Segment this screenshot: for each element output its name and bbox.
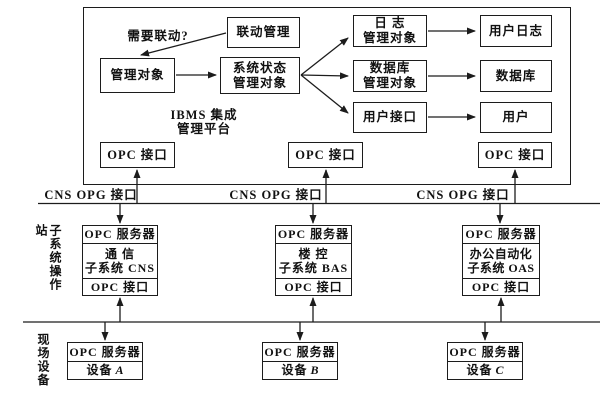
user-interface-box: 用户接口 [353,102,427,133]
cns-bus-label-1: CNS OPG 接口 [44,188,138,202]
subsystem-oas-opc-interface: OPC 接口 [463,279,539,295]
user-interface-label: 用户接口 [362,110,417,124]
subsystem-bas-name-line1: 楼 控 [298,247,329,261]
subsystem-cns-opc-interface: OPC 接口 [83,279,157,295]
device-b-opc-server: OPC 服务器 [263,343,337,361]
device-a-label: 设备 [86,363,113,377]
db-mgr-line1: 数据库 [369,61,411,75]
system-status-line2: 管理对象 [232,75,287,90]
ibms-title-line1: IBMS 集成 [170,108,238,122]
subsystem-cns-opc-server: OPC 服务器 [83,226,157,243]
subsystem-oas-name-line2: 子系统 OAS [467,261,535,275]
subsystem-bas-opc-server-label: OPC 服务器 [277,227,350,241]
field-devices-label: 现场设备 [36,333,50,387]
user-log-label: 用户日志 [488,23,543,38]
db-mgr-line2: 管理对象 [362,76,417,90]
system-status-line1: 系统状态 [232,60,287,75]
device-stack-a: OPC 服务器 设备 A [67,342,143,380]
ibms-platform-title: IBMS 集成 管理平台 [163,108,245,136]
linkage-management-box: 联动管理 [227,17,300,48]
device-a-name: 设备 A [68,361,142,379]
subsystem-oas-name: 办公自动化 子系统 OAS [463,243,539,279]
subsystem-bas-opc-interface-label: OPC 接口 [284,279,343,294]
subsystem-cns-opc-interface-label: OPC 接口 [90,279,150,294]
platform-opc-interface-3: OPC 接口 [478,142,552,168]
arrow-sysstatus-to-userif [300,74,349,114]
user-label: 用户 [502,110,530,124]
management-object-label: 管理对象 [110,68,165,82]
cns-bus-label-2: CNS OPG 接口 [229,188,323,202]
device-b-opc-server-label: OPC 服务器 [264,344,336,359]
platform-opc-interface-3-label: OPC 接口 [484,147,546,162]
arrow-sysstatus-to-logmgr [300,37,349,76]
subsystem-bas-name: 楼 控 子系统 BAS [276,243,351,279]
database-management-object-box: 数据库 管理对象 [353,60,427,92]
need-linkage-question: 需要联动? [127,29,189,43]
subsystem-bas-opc-interface: OPC 接口 [276,279,351,295]
subsystem-cns-name-line2: 子系统 CNS [84,261,155,275]
subsystem-layer-label: 子系统操作站 [34,224,62,292]
device-b-label: 设备 [281,363,308,377]
subsystem-oas-name-line1: 办公自动化 [469,247,533,261]
device-a-letter: A [115,363,124,377]
subsystem-oas-opc-server-label: OPC 服务器 [465,227,537,241]
device-b-letter: B [310,363,319,377]
subsystem-cns-name-line1: 通 信 [104,247,135,261]
platform-opc-interface-2: OPC 接口 [288,142,363,168]
subsystem-stack-oas: OPC 服务器 办公自动化 子系统 OAS OPC 接口 [462,225,540,296]
log-management-object-box: 日 志 管理对象 [353,15,427,47]
arrow-sysstatus-to-dbmgr [300,72,349,80]
system-status-object-box: 系统状态 管理对象 [220,57,300,94]
subsystem-oas-opc-server: OPC 服务器 [463,226,539,243]
device-a-opc-server: OPC 服务器 [68,343,142,361]
ibms-title-line2: 管理平台 [176,122,231,136]
database-box: 数据库 [480,60,552,92]
database-label: 数据库 [495,68,537,83]
user-box: 用户 [480,102,552,133]
subsystem-bas-name-line2: 子系统 BAS [278,261,349,275]
device-c-opc-server-label: OPC 服务器 [449,344,521,359]
log-mgr-line2: 管理对象 [362,31,417,45]
management-object-box: 管理对象 [100,58,175,93]
device-c-opc-server: OPC 服务器 [448,343,522,361]
linkage-management-label: 联动管理 [236,25,291,39]
device-c-name: 设备 C [448,361,522,379]
user-log-box: 用户日志 [480,15,552,47]
platform-opc-interface-1-label: OPC 接口 [107,147,168,162]
device-stack-c: OPC 服务器 设备 C [447,342,523,380]
subsystem-stack-bas: OPC 服务器 楼 控 子系统 BAS OPC 接口 [275,225,352,296]
arrow-linkage-to-manageobj [140,32,227,57]
log-mgr-line1: 日 志 [374,16,406,30]
device-a-opc-server-label: OPC 服务器 [69,344,141,359]
subsystem-stack-cns: OPC 服务器 通 信 子系统 CNS OPC 接口 [82,225,158,296]
platform-opc-interface-1: OPC 接口 [100,142,175,168]
subsystem-cns-opc-server-label: OPC 服务器 [84,227,156,241]
device-c-label: 设备 [466,363,493,377]
platform-opc-interface-2-label: OPC 接口 [295,147,356,162]
ibms-platform-frame [83,7,571,185]
subsystem-oas-opc-interface-label: OPC 接口 [471,279,531,294]
subsystem-cns-name: 通 信 子系统 CNS [83,243,157,279]
device-stack-b: OPC 服务器 设备 B [262,342,338,380]
device-c-letter: C [495,363,504,377]
subsystem-bas-opc-server: OPC 服务器 [276,226,351,243]
cns-bus-label-3: CNS OPG 接口 [416,188,510,202]
device-b-name: 设备 B [263,361,337,379]
